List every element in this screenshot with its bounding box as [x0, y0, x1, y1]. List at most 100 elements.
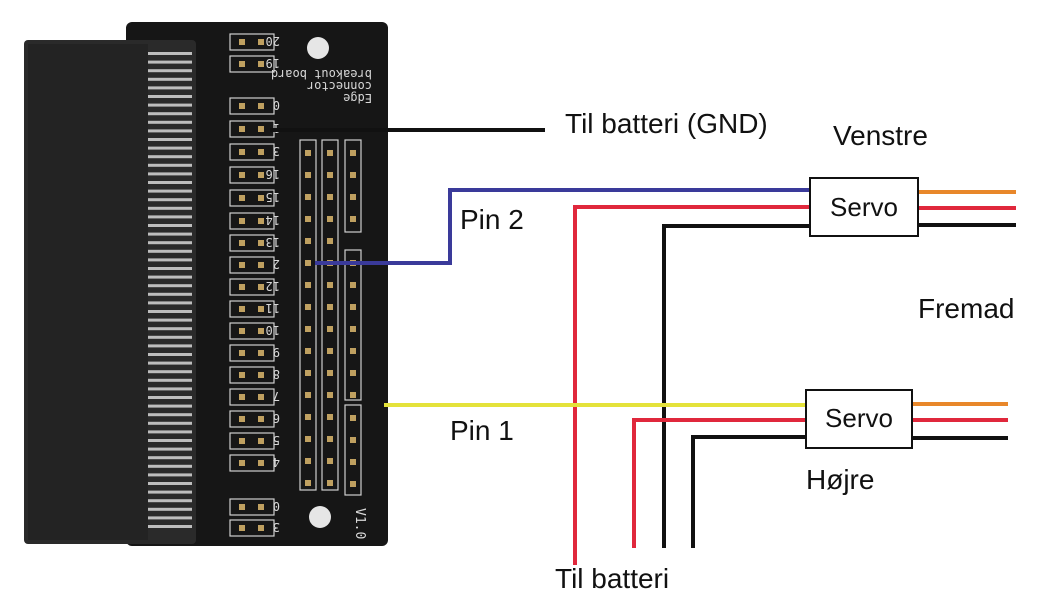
connector-tooth [148, 499, 192, 503]
connector-tooth [148, 361, 192, 365]
connector-tooth [148, 378, 192, 382]
connector-tooth [148, 77, 192, 81]
connector-tooth [148, 155, 192, 159]
pin-number-label: 8 [273, 367, 280, 381]
connector-tooth [148, 335, 192, 339]
header-pin [258, 126, 264, 132]
pin-number-label: 3 [273, 144, 280, 158]
rail-pin [305, 282, 311, 288]
bottom-servo-power-wire [632, 418, 806, 548]
connector-tooth [148, 215, 192, 219]
pin-number-label: 9 [273, 345, 280, 359]
pin-number-label: 0 [273, 98, 280, 112]
silk-line-2: connector [307, 79, 372, 93]
header-pin [258, 350, 264, 356]
rail-pin [327, 150, 333, 156]
rail-pin [327, 172, 333, 178]
silk-line-1: Edge [343, 91, 372, 105]
servo-top-box [809, 177, 919, 237]
pin-number-label: 6 [273, 411, 280, 425]
connector-tooth [148, 292, 192, 296]
rail-pin [350, 370, 356, 376]
connector-tooth [148, 146, 192, 150]
header-pin [258, 394, 264, 400]
pin2-label: Pin 2 [460, 204, 524, 235]
header-row [229, 33, 275, 51]
pin-number-label: 0 [273, 499, 280, 513]
rail-strip [299, 139, 317, 491]
connector-tooth [148, 275, 192, 279]
connector-tooth [148, 112, 192, 116]
header-pin [258, 525, 264, 531]
header-row [229, 432, 275, 450]
servo-bottom: Servo [805, 389, 913, 449]
header-row [229, 189, 275, 207]
connector-tooth [148, 516, 192, 520]
header-pin [258, 504, 264, 510]
rail-pin [350, 326, 356, 332]
rail-pin [327, 304, 333, 310]
pin-number-label: 7 [273, 389, 280, 403]
connector-tooth [148, 353, 192, 356]
header-pin [239, 172, 245, 178]
pin-number-label: 15 [266, 190, 280, 204]
rail-pin [350, 172, 356, 178]
mounting-hole-bottom [309, 506, 331, 528]
header-row [229, 234, 275, 252]
connector-tooth [148, 249, 192, 253]
rail-pin [327, 480, 333, 486]
header-pin [258, 195, 264, 201]
top-servo-power-wire [573, 205, 810, 565]
header-pin [239, 372, 245, 378]
header-pin [258, 172, 264, 178]
header-pin [239, 39, 245, 45]
connector-tooth [148, 421, 192, 425]
connector-tooth [148, 60, 192, 64]
pin-number-label: 14 [266, 213, 280, 227]
rail-pin [350, 150, 356, 156]
rail-pin [305, 304, 311, 310]
rail-strip [344, 249, 362, 401]
connector-tooth [148, 52, 192, 55]
pin-number-label: 12 [266, 279, 280, 293]
header-pin [239, 218, 245, 224]
servo-top-label: Servo [830, 192, 898, 222]
header-row [229, 278, 275, 296]
rail-pin [305, 414, 311, 420]
header-pin [239, 126, 245, 132]
connector-tooth [148, 232, 192, 236]
rail-pin [350, 216, 356, 222]
header-row [229, 322, 275, 340]
header-pin [239, 438, 245, 444]
rail-strip [344, 404, 362, 496]
rail-pin [327, 238, 333, 244]
header-pin [239, 149, 245, 155]
connector-tooth [148, 198, 192, 202]
connector-tooth [148, 464, 192, 468]
connector-tooth [148, 206, 192, 210]
silkscreen-version: V1.0 [352, 508, 367, 539]
header-row [229, 410, 275, 428]
header-pin [258, 39, 264, 45]
rail-pin [350, 304, 356, 310]
connector-tooth [148, 447, 192, 451]
pin-number-label: 19 [266, 56, 280, 70]
connector-tooth [148, 301, 192, 305]
edge-connector-housing [28, 44, 148, 540]
rail-pin [305, 238, 311, 244]
bottom-servo-ground-wire [691, 435, 806, 548]
connector-tooth [148, 95, 192, 98]
servo-top: Servo [809, 177, 919, 237]
header-row [229, 97, 275, 115]
silkscreen-title: Edge connector breakout board [271, 67, 372, 105]
pin1-label: Pin 1 [450, 415, 514, 446]
rail-pin [305, 370, 311, 376]
header-row [229, 212, 275, 230]
pin-number-label: 2 [273, 257, 280, 271]
header-row [229, 388, 275, 406]
rail-pin [305, 194, 311, 200]
pin-number-label: 5 [273, 433, 280, 447]
